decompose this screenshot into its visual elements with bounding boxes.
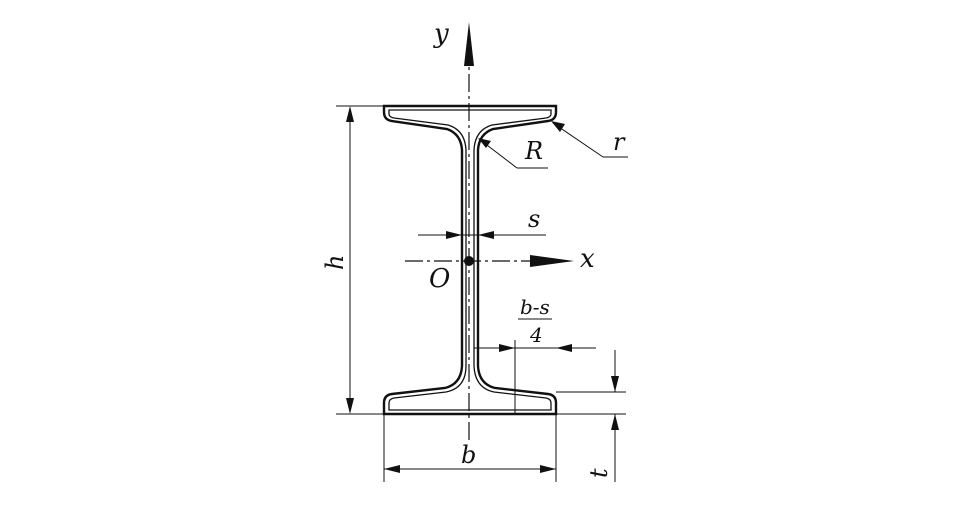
leader-r <box>551 121 628 158</box>
y-axis-arrowhead <box>464 22 474 66</box>
dimension-b-s-over-4 <box>474 318 596 414</box>
root-radius-label: R <box>524 137 543 165</box>
x-axis-label: x <box>580 244 595 274</box>
fraction-denominator-label: 4 <box>529 323 543 347</box>
origin-point <box>464 256 474 266</box>
dimension-b <box>383 414 557 482</box>
fraction-numerator-label: b-s <box>520 295 550 319</box>
beam-outline-inner <box>388 109 552 411</box>
web-thickness-label: s <box>528 205 540 233</box>
dimension-t <box>556 350 626 482</box>
x-axis-arrowhead <box>530 255 574 267</box>
leader-R <box>478 138 548 169</box>
axes <box>405 22 574 440</box>
height-label: h <box>321 255 349 270</box>
dimension-h <box>336 105 384 415</box>
origin-label: O <box>429 264 450 294</box>
width-label: b <box>461 441 476 469</box>
flange-thickness-label: t <box>585 468 613 478</box>
dimension-s <box>418 231 546 239</box>
edge-radius-label: r <box>613 128 626 156</box>
y-axis-label: y <box>433 19 449 49</box>
